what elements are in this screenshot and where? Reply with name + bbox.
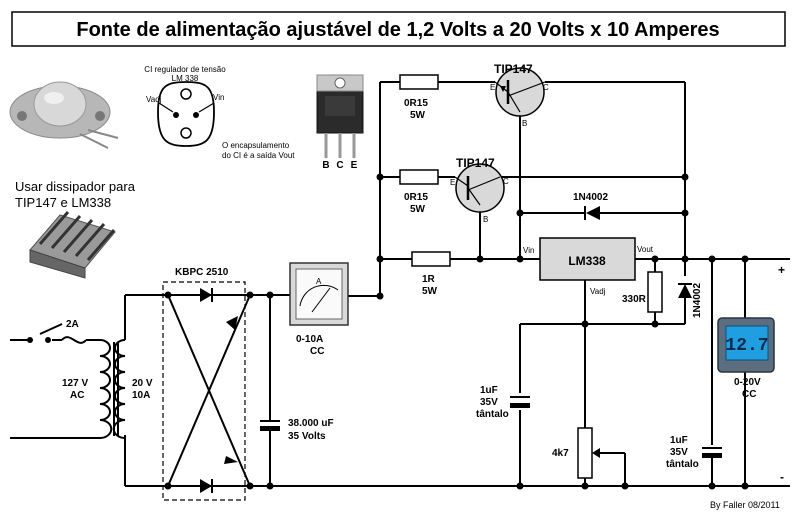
lm338-regulator bbox=[539, 237, 636, 281]
svg-text:A: A bbox=[316, 277, 322, 286]
ic-name: LM338 bbox=[568, 254, 606, 268]
r4-value: 330R bbox=[622, 294, 647, 305]
diode-1 bbox=[584, 206, 600, 220]
junction-dots bbox=[266, 173, 749, 490]
r1-power: 5W bbox=[410, 110, 426, 121]
potentiometer bbox=[577, 427, 600, 479]
adj-capacitor bbox=[510, 396, 530, 408]
main-cap-voltage: 35 Volts bbox=[288, 431, 326, 442]
q1-pin-e: E bbox=[490, 83, 495, 92]
pinout-vin: Vin bbox=[213, 93, 224, 102]
heatsink-note-1: Usar dissipador para bbox=[15, 179, 136, 194]
transformer-voltage: 20 V bbox=[132, 378, 153, 389]
adj-cap-value: 1uF bbox=[480, 385, 498, 396]
adj-cap-type: tântalo bbox=[476, 409, 509, 420]
q1-pin-c: C bbox=[543, 83, 549, 92]
main-capacitor bbox=[260, 420, 280, 431]
q2-pin-e: E bbox=[450, 178, 455, 187]
bridge-rectifier bbox=[162, 281, 254, 501]
adj-cap-voltage: 35V bbox=[480, 397, 498, 408]
pinout-part: LM 338 bbox=[172, 74, 199, 83]
credit: By Faller 08/2011 bbox=[710, 500, 780, 510]
heatsink-photo bbox=[29, 211, 116, 279]
pinout-title: CI regulador de tensão bbox=[144, 65, 226, 74]
case-note-1: O encapsulamento bbox=[222, 141, 290, 150]
voltmeter-range: 0-20V bbox=[734, 377, 761, 388]
r3-power: 5W bbox=[422, 286, 438, 297]
ic-vout: Vout bbox=[637, 245, 654, 254]
page-title: Fonte de alimentação ajustável de 1,2 Vo… bbox=[76, 19, 719, 41]
transformer bbox=[99, 339, 126, 439]
mains-type: AC bbox=[70, 390, 84, 401]
out-cap-value: 1uF bbox=[670, 435, 688, 446]
lm338-photo bbox=[9, 81, 119, 149]
lm338-pinout-drawing: CI regulador de tensão LM 338 Vadj Vin O… bbox=[144, 65, 295, 160]
minus-terminal: - bbox=[780, 470, 784, 484]
pot-value: 4k7 bbox=[552, 448, 569, 459]
r3-value: 1R bbox=[422, 274, 436, 285]
pinout-vadj: Vadj bbox=[146, 95, 162, 104]
resistors bbox=[399, 74, 663, 313]
diode2-label: 1N4002 bbox=[692, 283, 703, 318]
ic-vin: Vin bbox=[523, 246, 534, 255]
fuse-label: 2A bbox=[66, 319, 79, 330]
transistor-q1 bbox=[494, 67, 546, 117]
voltmeter bbox=[717, 317, 775, 373]
ammeter-type: CC bbox=[310, 346, 324, 357]
out-cap-voltage: 35V bbox=[670, 447, 688, 458]
r2-value: 0R15 bbox=[404, 192, 428, 203]
wiring bbox=[10, 81, 790, 487]
out-capacitor bbox=[702, 447, 722, 458]
tip-pin-e: E bbox=[351, 160, 358, 171]
q1-name: TIP147 bbox=[494, 62, 533, 76]
main-cap-value: 38.000 uF bbox=[288, 418, 334, 429]
ic-vadj: Vadj bbox=[590, 287, 606, 296]
heatsink-note-2: TIP147 e LM338 bbox=[15, 195, 111, 210]
tip147-photo: B C E bbox=[316, 74, 364, 171]
transformer-current: 10A bbox=[132, 390, 150, 401]
voltmeter-type: CC bbox=[742, 389, 756, 400]
tip-pin-b: B bbox=[322, 160, 329, 171]
q2-pin-b: B bbox=[483, 215, 488, 224]
out-cap-type: tântalo bbox=[666, 459, 699, 470]
q2-pin-c: C bbox=[503, 177, 509, 186]
diode-2 bbox=[678, 283, 692, 298]
mains-voltage: 127 V bbox=[62, 378, 88, 389]
tip-pin-c: C bbox=[336, 160, 343, 171]
switch-contact-1 bbox=[27, 337, 33, 343]
q1-pin-b: B bbox=[522, 119, 527, 128]
q2-name: TIP147 bbox=[456, 156, 495, 170]
case-note-2: do CI é a saída Vout bbox=[222, 151, 295, 160]
ammeter: A bbox=[289, 262, 349, 326]
ammeter-range: 0-10A bbox=[296, 334, 323, 345]
switch-contact-2 bbox=[45, 337, 51, 343]
voltmeter-reading: 12.7 bbox=[725, 336, 768, 356]
diode1-label: 1N4002 bbox=[573, 192, 608, 203]
transistor-q2 bbox=[454, 163, 505, 213]
r2-power: 5W bbox=[410, 204, 426, 215]
bridge-label: KBPC 2510 bbox=[175, 267, 229, 278]
r1-value: 0R15 bbox=[404, 98, 428, 109]
title-box bbox=[11, 11, 786, 47]
plus-terminal: + bbox=[778, 263, 785, 277]
